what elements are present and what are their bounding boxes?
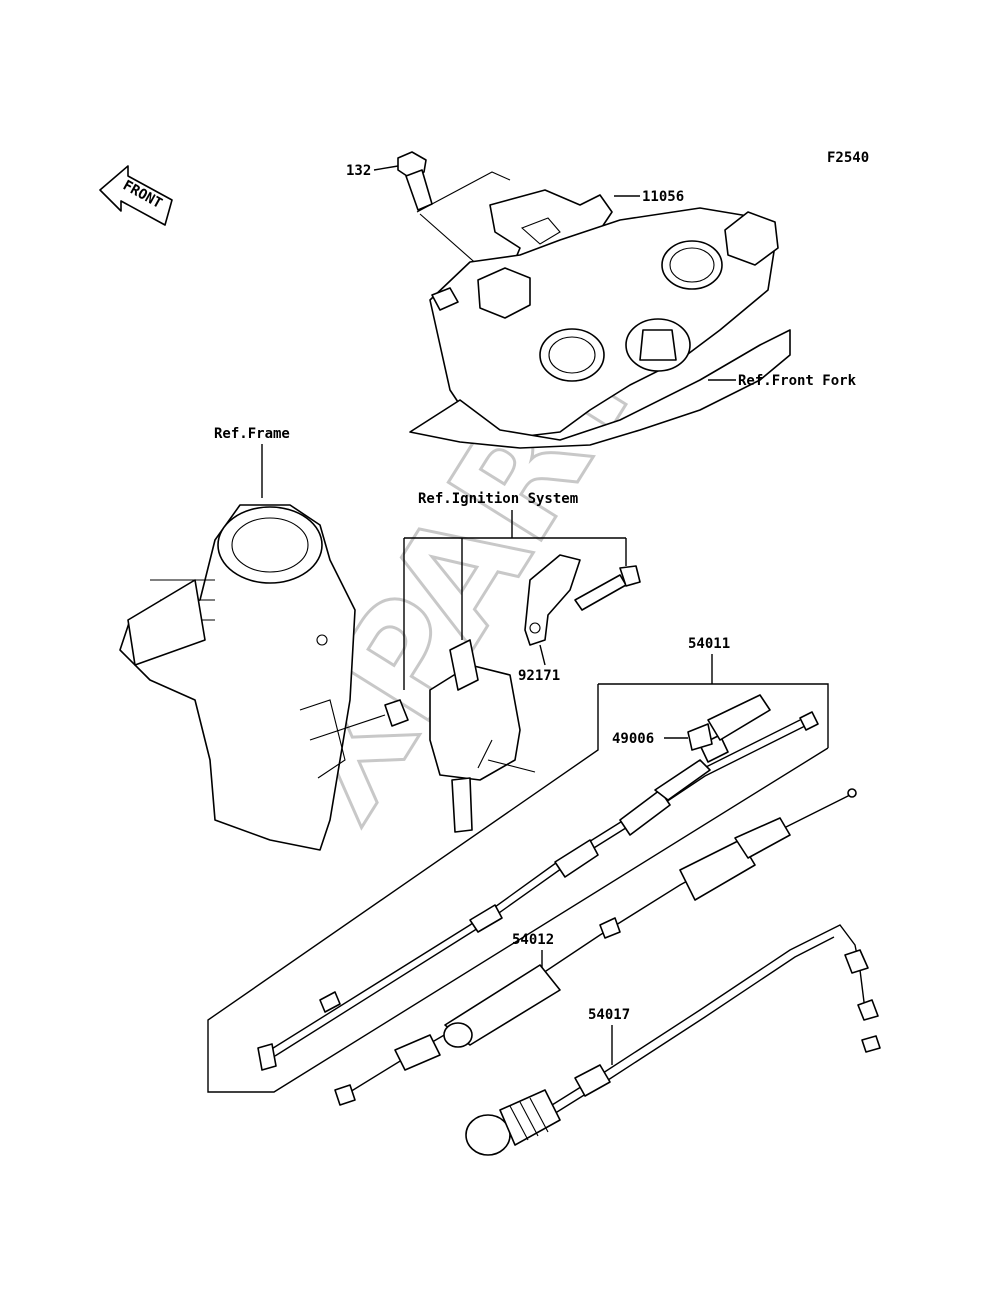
label-54012: 54012 [512,932,554,948]
cable-54017 [465,924,881,1156]
label-ref-front-fork: Ref.Front Fork [738,373,857,389]
label-132: 132 [346,163,371,179]
label-54017: 54017 [588,1007,630,1023]
frame-head [119,504,356,851]
ignition-coil [309,639,536,833]
front-arrow-icon: FRONT [99,165,173,226]
front-fork-clamp [409,207,791,449]
label-92171: 92171 [518,668,560,684]
label-11056: 11056 [642,189,684,205]
cable-54012 [334,788,857,1106]
clamp-92171 [524,554,641,646]
cable-54011 [257,711,819,1071]
label-ref-frame: Ref.Frame [214,426,290,442]
diagram-code: F2540 [827,150,869,166]
bolt-132 [397,151,433,211]
label-ref-ignition: Ref.Ignition System [418,491,578,507]
boot-49006 [687,694,771,751]
label-49006: 49006 [612,731,654,747]
label-54011: 54011 [688,636,730,652]
